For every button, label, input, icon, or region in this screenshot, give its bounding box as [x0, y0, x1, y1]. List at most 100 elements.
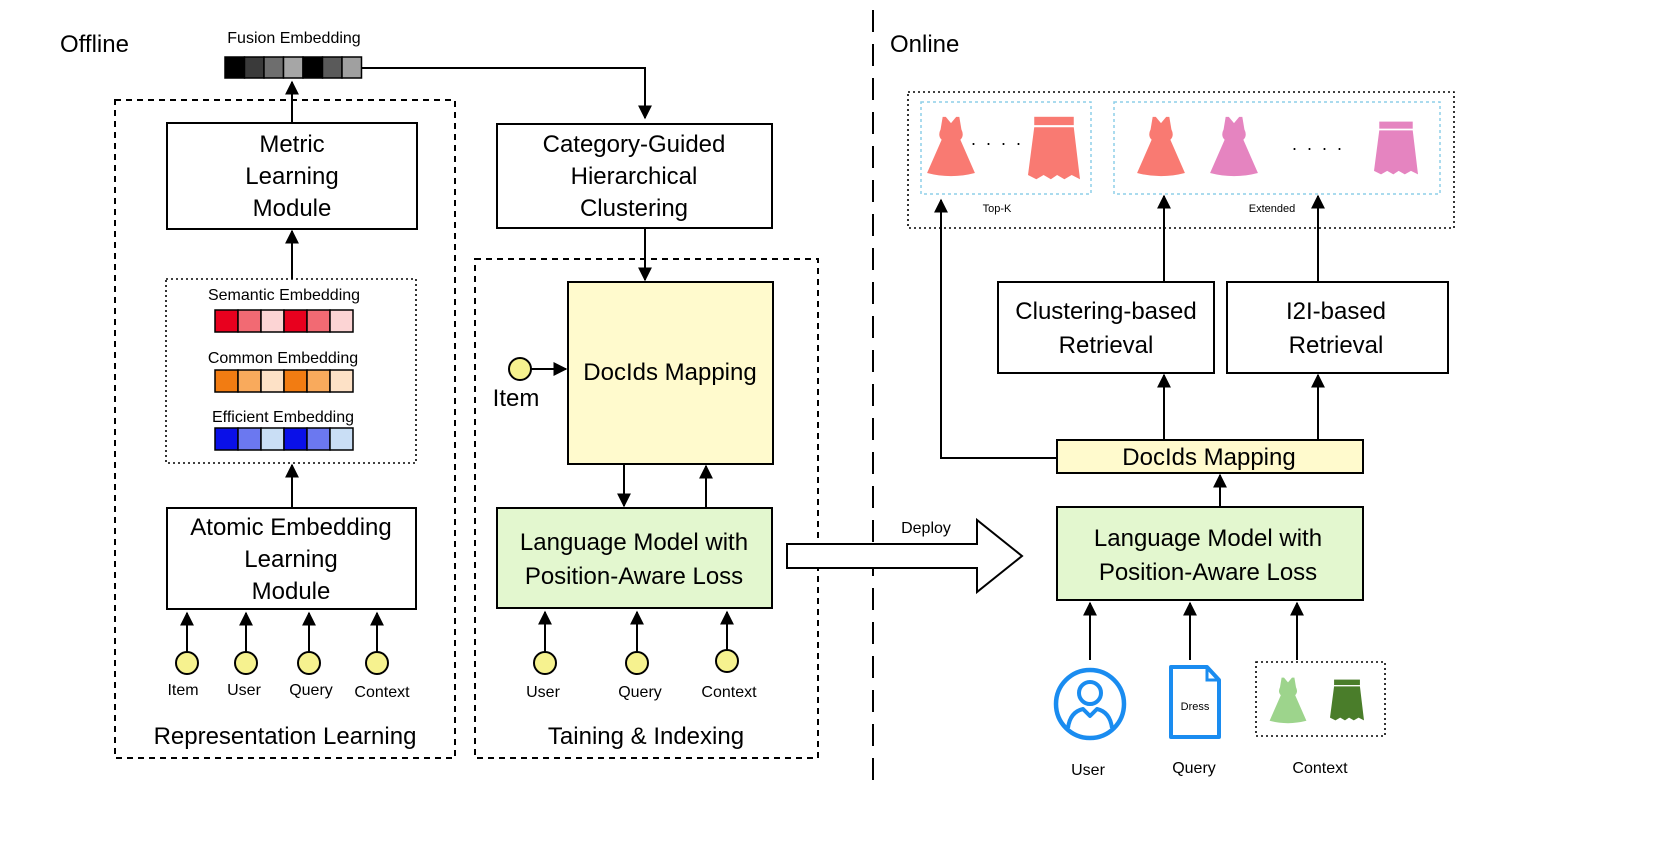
category-guided-clustering — [496, 123, 773, 229]
atomic-embedding-module — [166, 507, 417, 610]
query-document-icon — [1169, 665, 1221, 739]
train-input-context: Context — [701, 684, 757, 701]
embedding-cell — [237, 427, 262, 451]
embedding-cell — [302, 56, 324, 79]
fusion-to-clustering-arrow — [362, 67, 652, 120]
embedding-cell — [282, 56, 304, 79]
train-lm-line-1: Language Model with — [520, 529, 748, 556]
metric-line-1: Metric — [259, 131, 324, 158]
skirt-icon — [1028, 116, 1080, 180]
embedding-cell — [260, 427, 285, 451]
fusion-embedding-vector — [224, 56, 363, 79]
common-embedding-vector — [214, 369, 354, 393]
docids-mapping-label: DocIds Mapping — [583, 359, 756, 386]
query-doc-text: Dress — [1181, 701, 1210, 713]
train-user-input: User — [526, 610, 561, 701]
online-label: Online — [890, 31, 959, 58]
embedding-cell — [237, 369, 262, 393]
i2i-retrieval-line-1: I2I-based — [1286, 298, 1386, 325]
rep-input-query: Query — [289, 682, 333, 699]
atomic-line-3: Module — [252, 578, 331, 605]
results-panel — [907, 91, 1455, 229]
semantic-embedding-vector — [214, 309, 354, 333]
clustering-line-2: Hierarchical — [571, 163, 698, 190]
embedding-cell — [214, 369, 239, 393]
i2i-retrieval-line-2: Retrieval — [1289, 332, 1384, 359]
dress-icon — [927, 116, 975, 177]
dress-icon — [1210, 116, 1258, 177]
rep-input-context: Context — [354, 684, 410, 701]
topk-label: Top-K — [983, 203, 1012, 215]
deploy-label: Deploy — [901, 520, 951, 537]
query-input: Query — [289, 611, 333, 699]
embedding-cell — [283, 427, 308, 451]
clustering-retrieval-line-1: Clustering-based — [1015, 298, 1196, 325]
representation-learning-group — [114, 99, 456, 759]
embedding-cell — [283, 309, 308, 333]
embedding-cell — [214, 427, 239, 451]
embedding-cell — [260, 309, 285, 333]
representation-learning-title: Representation Learning — [154, 723, 417, 750]
clustering-line-1: Category-Guided — [543, 131, 726, 158]
fusion-embedding-label: Fusion Embedding — [227, 30, 360, 47]
item-input: Item — [167, 611, 199, 699]
online-language-model — [1056, 506, 1364, 601]
docids-to-topk-arrow — [934, 198, 1057, 459]
user-input: User — [227, 611, 262, 699]
clustering-based-retrieval — [997, 281, 1215, 374]
metric-line-2: Learning — [245, 163, 338, 190]
online-lm-line-1: Language Model with — [1094, 525, 1322, 552]
context-input: Context — [354, 611, 410, 701]
embedding-cell — [283, 369, 308, 393]
common-embedding-label: Common Embedding — [208, 350, 358, 367]
efficient-embedding-vector — [214, 427, 354, 451]
clustering-retrieval-line-2: Retrieval — [1059, 332, 1154, 359]
user-avatar-icon — [1053, 667, 1127, 741]
language-model-training — [496, 507, 773, 609]
skirt-icon — [1330, 679, 1364, 721]
context-items-group — [1255, 661, 1386, 737]
online-input-user: User — [1071, 762, 1105, 779]
online-input-query: Query — [1172, 760, 1216, 777]
embedding-cell — [321, 56, 343, 79]
topk-results-group — [920, 101, 1092, 195]
online-lm-line-2: Position-Aware Loss — [1099, 559, 1317, 586]
embedding-cell — [329, 369, 354, 393]
training-indexing-group — [474, 258, 819, 759]
train-input-query: Query — [618, 684, 662, 701]
online-input-context: Context — [1292, 760, 1348, 777]
clustering-line-3: Clustering — [580, 195, 688, 222]
embedding-cell — [260, 369, 285, 393]
dress-icon — [1269, 677, 1307, 724]
atomic-line-1: Atomic Embedding — [190, 514, 391, 541]
rep-input-user: User — [227, 682, 261, 699]
dress-icon — [1137, 116, 1185, 177]
semantic-embedding-label: Semantic Embedding — [208, 287, 360, 304]
training-indexing-title: Taining & Indexing — [548, 723, 744, 750]
extended-ellipsis: · · · · — [1292, 138, 1345, 158]
embedding-cell — [263, 56, 285, 79]
topk-ellipsis: · · · · — [971, 133, 1024, 153]
embedding-cell — [243, 56, 265, 79]
i2i-based-retrieval — [1226, 281, 1449, 374]
efficient-embedding-label: Efficient Embedding — [212, 409, 354, 426]
embedding-cell — [306, 427, 331, 451]
item-docid-input: Item — [493, 357, 568, 412]
train-input-user: User — [526, 684, 560, 701]
extended-results-group — [1113, 101, 1441, 195]
embedding-cell — [306, 309, 331, 333]
embedding-cell — [329, 427, 354, 451]
embedding-cell — [214, 309, 239, 333]
embedding-cell — [306, 369, 331, 393]
embedding-cell — [329, 309, 354, 333]
atomic-line-2: Learning — [244, 546, 337, 573]
rep-input-item: Item — [167, 682, 198, 699]
metric-learning-module — [166, 122, 418, 230]
metric-line-3: Module — [253, 195, 332, 222]
skirt-icon — [1374, 121, 1418, 175]
train-query-input: Query — [618, 610, 662, 701]
embedding-cell — [237, 309, 262, 333]
online-docids-label: DocIds Mapping — [1122, 444, 1295, 471]
extended-label: Extended — [1249, 203, 1295, 215]
